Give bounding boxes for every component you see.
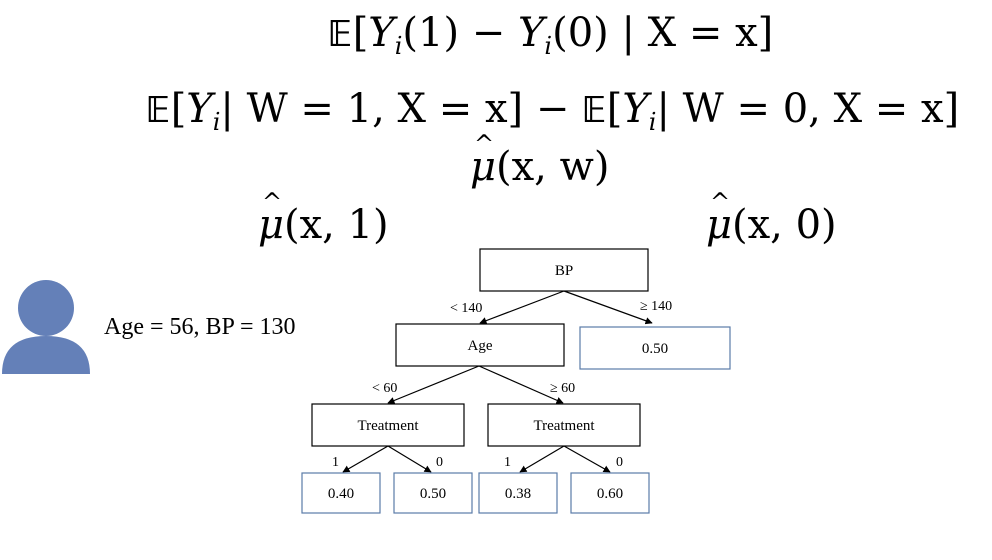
svg-text:Treatment: Treatment (357, 418, 419, 434)
edge-label-bp-left: < 140 (450, 301, 482, 316)
equation-model-control: μ(x, 0) (706, 188, 837, 248)
svg-text:0.50: 0.50 (420, 486, 446, 502)
expectation-symbol: 𝔼 (146, 90, 171, 131)
equation-model-treated: μ(x, 1) (258, 188, 389, 248)
patient-features: Age = 56, BP = 130 (104, 314, 296, 340)
leaf-bp-high: 0.50 (579, 326, 731, 370)
leaf-young-control: 0.50 (393, 472, 473, 514)
equation-difference: 𝔼[Yi| W = 1, X = x] − 𝔼[Yi| W = 0, X = x… (146, 86, 960, 136)
edge-age-left (387, 365, 480, 404)
edge-bp-right (563, 290, 653, 325)
edge-label-1: 1 (332, 455, 339, 470)
edge-bp-left (479, 290, 565, 325)
svg-text:0.60: 0.60 (597, 486, 623, 502)
svg-text:Treatment: Treatment (533, 418, 595, 434)
edge-age-right (478, 365, 564, 404)
expectation-symbol: 𝔼 (328, 14, 353, 55)
leaf-old-treated: 0.38 (478, 472, 558, 514)
node-treatment-left: Treatment (311, 403, 465, 447)
equation-cate: 𝔼[Yi(1) − Yi(0) | X = x] (328, 10, 774, 60)
svg-text:0.40: 0.40 (328, 486, 354, 502)
person-icon (2, 280, 90, 374)
edge-treat-right-0 (563, 445, 611, 473)
leaf-young-treated: 0.40 (301, 472, 381, 514)
edge-treat-left-1 (342, 445, 389, 473)
edge-label-0: 0 (616, 455, 623, 470)
edge-treat-right-1 (519, 445, 565, 473)
edge-label-age-right: ≥ 60 (550, 381, 575, 396)
leaf-old-control: 0.60 (570, 472, 650, 514)
svg-text:0.50: 0.50 (642, 341, 668, 357)
node-age: Age (395, 323, 565, 367)
edge-label-age-left: < 60 (372, 381, 397, 396)
node-bp: BP (479, 248, 649, 292)
edge-label-1: 1 (504, 455, 511, 470)
edge-label-bp-right: ≥ 140 (640, 299, 672, 314)
equation-model: μ(x, w) (470, 130, 609, 190)
node-treatment-right: Treatment (487, 403, 641, 447)
edge-label-0: 0 (436, 455, 443, 470)
edge-treat-left-0 (387, 445, 432, 473)
svg-text:0.38: 0.38 (505, 486, 531, 502)
svg-text:BP: BP (555, 263, 573, 279)
expectation-symbol: 𝔼 (582, 90, 607, 131)
svg-text:Age: Age (468, 338, 493, 354)
